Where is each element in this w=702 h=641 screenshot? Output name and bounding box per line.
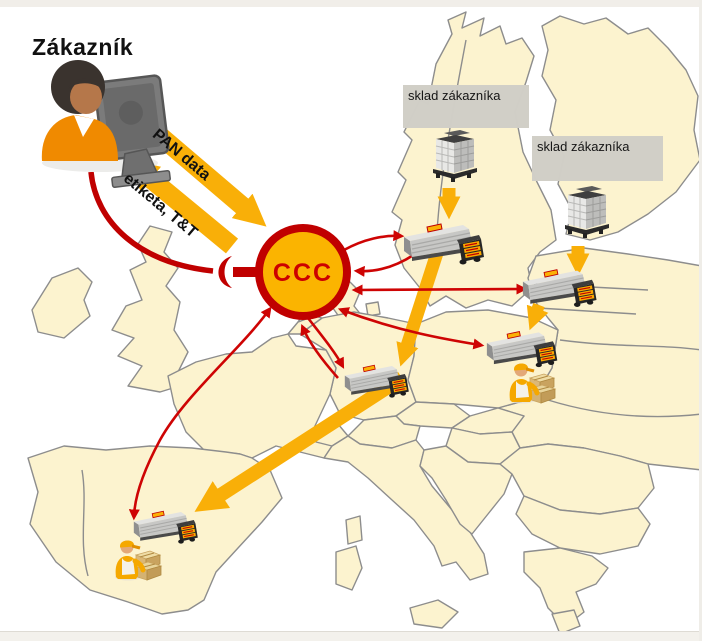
customer-title: Zákazník [32,34,134,60]
ccc-to-truck-sweden-arrow [343,230,405,252]
person-body [41,115,118,161]
ccc-hub-circle [255,224,351,320]
truck-baltic-to-poland-arrow [526,302,549,331]
person-face [70,80,102,114]
page-right-strip [699,0,702,641]
crescent-arrowhead [218,256,232,288]
customer-at-computer-icon [41,60,171,188]
warehouse-label-east: sklad zákazníka [532,136,663,181]
ccc-truck-baltic-arrow [351,283,528,296]
ccc-truck-spain-arrow [128,306,272,521]
truck-sweden-to-ccc-arrow [353,252,416,277]
etiketa-arrow [126,158,239,254]
ccc-truck-poland-arrow [337,307,485,350]
page-bottom-strip [0,631,702,641]
communication-arrows [128,230,528,521]
ccc-to-truck-germany-arrow [306,317,345,369]
ccc-hub-label: CCC [272,259,334,287]
warehouse-label-north: sklad zákazníka [403,85,529,128]
page-top-strip [0,0,702,7]
truck-germany-to-ccc-arrow [300,323,339,379]
